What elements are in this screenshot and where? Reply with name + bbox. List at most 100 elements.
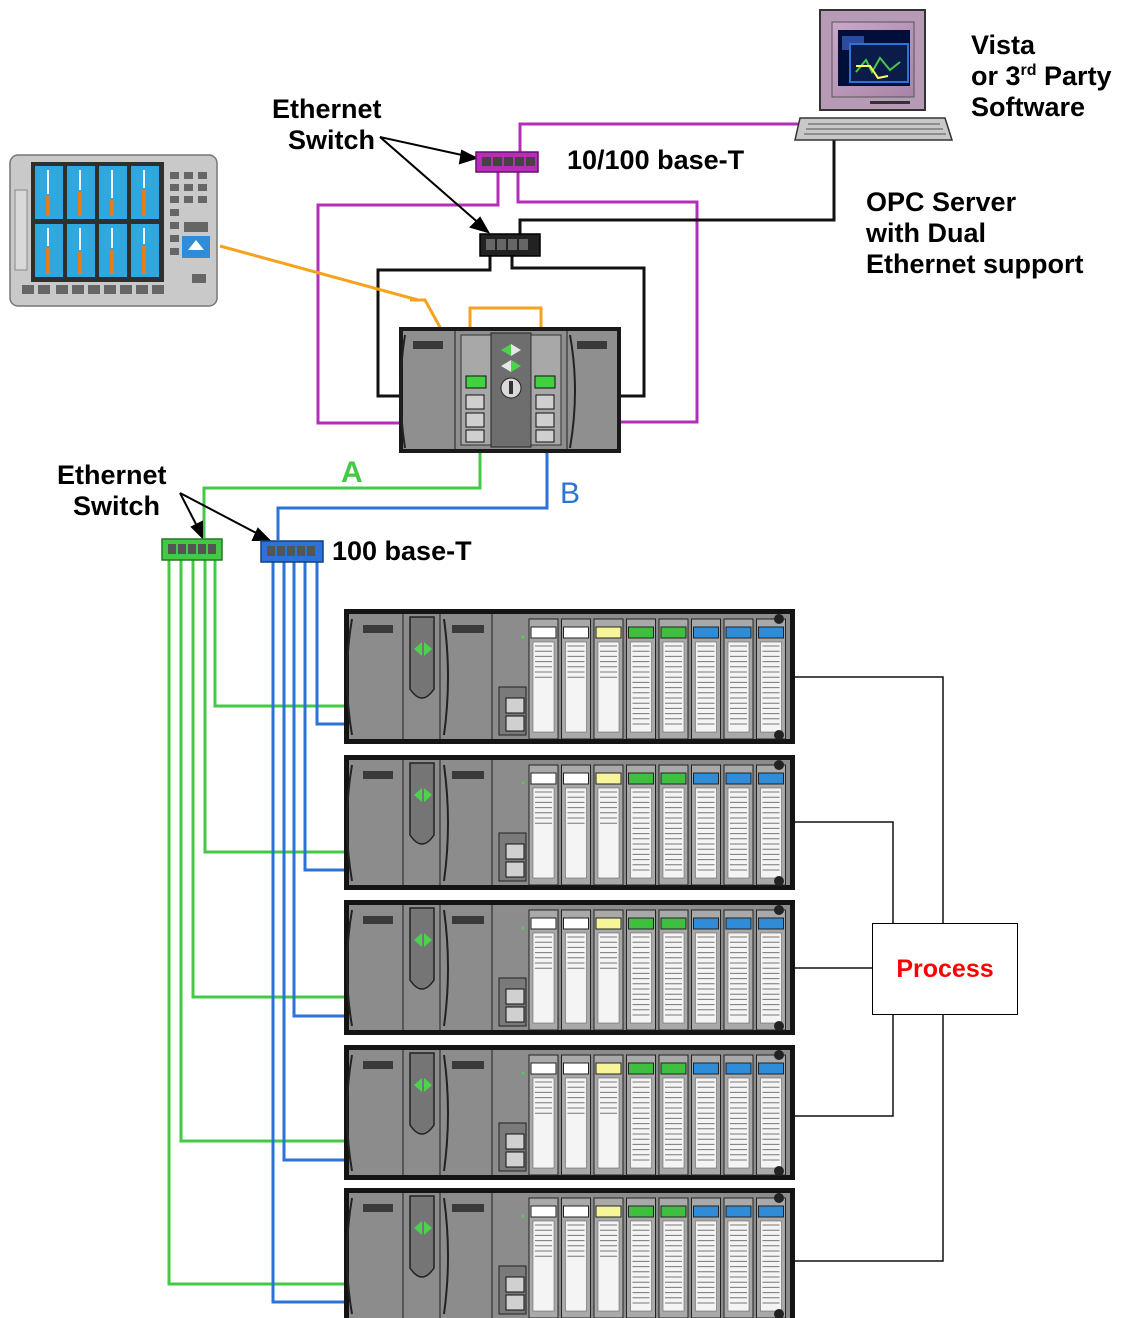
io-card	[593, 764, 624, 886]
io-card	[691, 909, 721, 1031]
io-card-led	[563, 1205, 589, 1218]
io-card	[691, 1054, 721, 1176]
io-card	[691, 764, 721, 886]
io-card	[723, 618, 754, 740]
magenta-network-cables	[316, 122, 822, 425]
port-a	[505, 697, 525, 714]
port-b	[505, 715, 525, 732]
network-a-label: A	[341, 456, 363, 489]
io-card-led	[563, 917, 589, 930]
status-arrow-right	[424, 1078, 432, 1092]
io-card-led	[725, 1205, 752, 1218]
io-card	[561, 618, 591, 740]
io-card-led	[660, 626, 687, 639]
io-card	[756, 1197, 786, 1318]
io-card-led	[693, 1062, 719, 1075]
io-card	[691, 618, 721, 740]
io-card-led	[660, 772, 687, 785]
io-card-led	[530, 1205, 557, 1218]
top-speed-label: 10/100 base-T	[567, 145, 745, 175]
io-card-led	[595, 1205, 622, 1218]
process-label: Process	[896, 954, 994, 983]
io-card	[528, 1054, 559, 1176]
io-rack	[344, 900, 795, 1035]
port-b	[505, 1151, 525, 1168]
io-card-led	[628, 1062, 654, 1075]
bottom-speed-label: 100 base-T	[332, 536, 472, 566]
bottom-switch-label-line-2: Switch	[73, 491, 161, 521]
port-b	[505, 1006, 525, 1023]
top-switch-magenta	[475, 151, 539, 173]
touch-panel-icon	[9, 154, 218, 307]
io-card-led	[595, 917, 622, 930]
status-arrow-left	[414, 642, 422, 656]
io-card	[593, 1054, 624, 1176]
io-card	[658, 1197, 689, 1318]
io-rack	[344, 755, 795, 890]
io-card	[723, 1197, 754, 1318]
io-card	[723, 1054, 754, 1176]
io-card-led	[758, 1062, 784, 1075]
io-card	[691, 1197, 721, 1318]
opc-server-label: OPC Server with Dual Ethernet support	[866, 187, 1084, 280]
opc-line-1: OPC Server	[866, 187, 1017, 217]
io-card-led	[595, 772, 622, 785]
software-line-3: Software	[971, 92, 1086, 122]
io-card	[723, 764, 754, 886]
io-card	[756, 764, 786, 886]
io-card-led	[563, 626, 589, 639]
io-card-led	[628, 772, 654, 785]
io-card-led	[595, 1062, 622, 1075]
io-card-led	[660, 1062, 687, 1075]
status-arrow-right	[424, 1221, 432, 1235]
io-card-led	[563, 1062, 589, 1075]
software-label: Vista or 3rd Party Software	[971, 30, 1112, 123]
status-arrow-right	[424, 788, 432, 802]
io-card-led	[693, 626, 719, 639]
io-racks	[344, 609, 795, 1318]
io-card	[756, 909, 786, 1031]
process-wiring	[794, 676, 944, 1262]
io-card	[593, 618, 624, 740]
io-card-led	[758, 917, 784, 930]
io-rack	[344, 1188, 795, 1318]
status-arrow-left	[414, 788, 422, 802]
port-a	[505, 1276, 525, 1293]
bottom-switch-label-line-1: Ethernet	[57, 460, 167, 490]
status-arrow-left	[414, 1078, 422, 1092]
io-card-led	[725, 772, 752, 785]
io-card	[528, 1197, 559, 1318]
io-card	[658, 909, 689, 1031]
computer-icon	[794, 9, 954, 141]
io-card	[528, 764, 559, 886]
software-line-2-sup: rd	[1020, 62, 1037, 79]
top-switch-label-line-1: Ethernet	[272, 94, 382, 124]
port-b	[505, 1294, 525, 1311]
top-switch-black	[479, 233, 541, 257]
io-card	[626, 1054, 656, 1176]
io-card-led	[530, 772, 557, 785]
io-card-led	[693, 1205, 719, 1218]
io-card	[561, 909, 591, 1031]
io-card-led	[725, 917, 752, 930]
io-card	[658, 1054, 689, 1176]
io-card-led	[693, 772, 719, 785]
io-card	[658, 618, 689, 740]
redundant-controller-rack	[399, 327, 621, 453]
status-arrow-left	[414, 933, 422, 947]
io-card	[626, 764, 656, 886]
io-card-led	[530, 1062, 557, 1075]
top-switch-label: Ethernet Switch	[272, 94, 382, 156]
io-card	[626, 909, 656, 1031]
io-card-led	[628, 1205, 654, 1218]
io-card	[561, 1197, 591, 1318]
io-card	[723, 909, 754, 1031]
io-card-led	[758, 1205, 784, 1218]
bottom-switch-blue	[260, 540, 324, 563]
io-card	[756, 618, 786, 740]
bottom-switch-green	[161, 538, 223, 561]
io-card-led	[530, 917, 557, 930]
top-switch-label-line-2: Switch	[288, 125, 376, 155]
io-card-led	[628, 626, 654, 639]
